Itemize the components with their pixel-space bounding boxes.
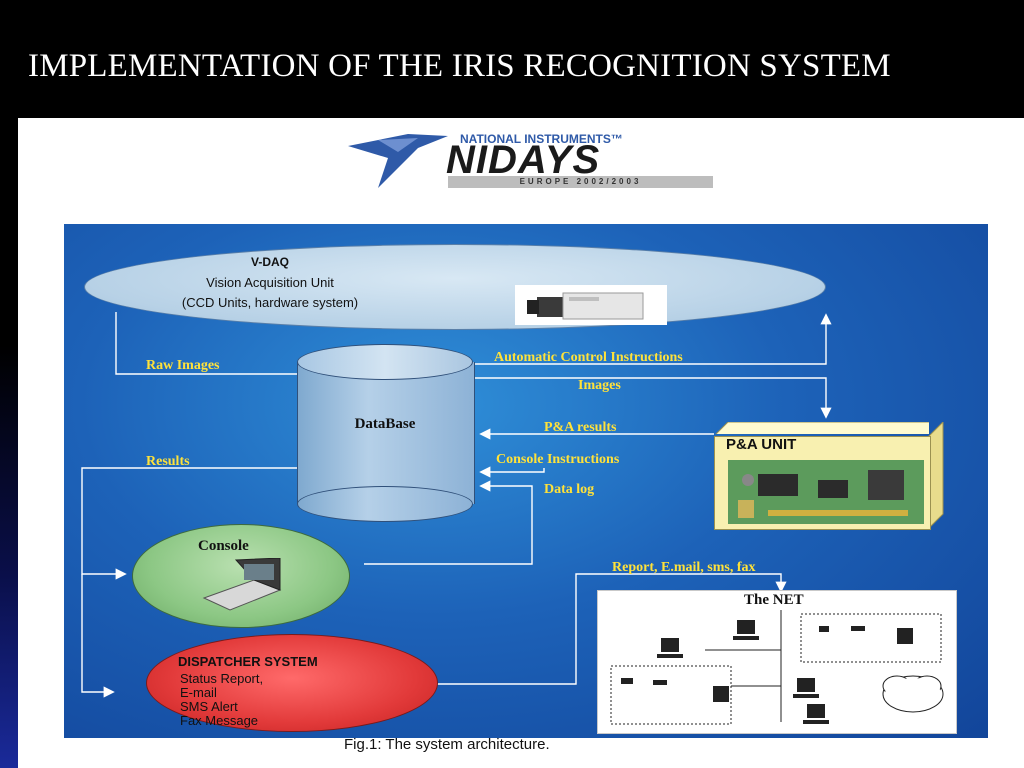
- console-ellipse: [132, 524, 350, 628]
- nidays-logo: NATIONAL INSTRUMENTS™ NIDAYS EUROPE 2002…: [348, 132, 728, 188]
- dispatcher-title: DISPATCHER SYSTEM: [178, 654, 318, 669]
- ccd-camera-image: [515, 285, 667, 325]
- camera-icon: [527, 292, 644, 320]
- net-title: The NET: [744, 592, 804, 608]
- pa-unit-label: P&A UNIT: [726, 436, 797, 453]
- vdaq-detail: (CCD Units, hardware system): [181, 295, 359, 310]
- dispatcher-line: Status Report,: [180, 671, 264, 686]
- circuit-board-image: [728, 460, 924, 524]
- logo-band-text: EUROPE 2002/2003: [448, 176, 713, 188]
- system-architecture-diagram: V-DAQ Vision Acquisition Unit (CCD Units…: [64, 224, 988, 738]
- flow-label-console-instructions: Console Instructions: [496, 452, 620, 467]
- pa-unit-box-top: [715, 422, 929, 434]
- wire-console-instructions: [479, 466, 545, 478]
- dispatcher-line: SMS Alert: [180, 699, 238, 714]
- wire-automatic-control: [473, 313, 832, 365]
- dispatcher-line: Fax Message: [180, 713, 259, 728]
- server-box-icon: [800, 613, 942, 663]
- wire-report: [436, 573, 787, 685]
- vdaq-title: V-DAQ: [250, 255, 289, 269]
- pc-icon: [797, 678, 815, 692]
- flow-label-results: Results: [146, 454, 190, 469]
- figure-caption: Fig.1: The system architecture.: [344, 736, 550, 753]
- database-cylinder-top: [297, 344, 473, 380]
- pc-icon: [713, 686, 729, 702]
- flow-label-data-log: Data log: [544, 482, 595, 497]
- logo-brand-text: NATIONAL INSTRUMENTS™: [460, 132, 623, 146]
- pc-icon: [807, 704, 825, 718]
- flow-label-report: Report, E.mail, sms, fax: [612, 560, 756, 575]
- wire-images: [473, 377, 832, 419]
- wire-results-dispatcher: [81, 574, 115, 698]
- console-label: Console: [198, 538, 249, 554]
- dispatcher-line: E-mail: [180, 685, 217, 700]
- database-label: DataBase: [354, 416, 416, 432]
- wire-results-console: [81, 467, 297, 580]
- vdaq-ellipse: V-DAQ Vision Acquisition Unit (CCD Units…: [84, 244, 826, 330]
- wire-data-log: [364, 480, 533, 565]
- flow-label-raw-images: Raw Images: [146, 358, 220, 373]
- circuit-board-icon: [728, 460, 924, 524]
- pc-icon: [737, 620, 755, 634]
- pc-icon: [897, 628, 913, 644]
- pc-icon: [661, 638, 679, 652]
- server-box-icon: [610, 665, 732, 725]
- ni-eagle-logo-icon: [348, 134, 448, 188]
- flow-label-automatic-control: Automatic Control Instructions: [494, 350, 683, 365]
- database-cylinder-bottom: [297, 486, 473, 522]
- wire-raw-images: [115, 312, 297, 375]
- connection-wires: [81, 312, 832, 698]
- dispatcher-system-ellipse: [146, 634, 438, 732]
- logo-name-text: NIDAYS: [446, 138, 601, 182]
- flow-label-pa-results: P&A results: [544, 420, 617, 435]
- database-cylinder-body: [297, 362, 475, 504]
- network-drawing: [610, 610, 944, 725]
- vdaq-subtitle: Vision Acquisition Unit: [206, 275, 334, 290]
- flow-label-images: Images: [578, 378, 621, 393]
- slide-title: IMPLEMENTATION OF THE IRIS RECOGNITION S…: [28, 48, 891, 84]
- laptop-icon: [202, 558, 282, 611]
